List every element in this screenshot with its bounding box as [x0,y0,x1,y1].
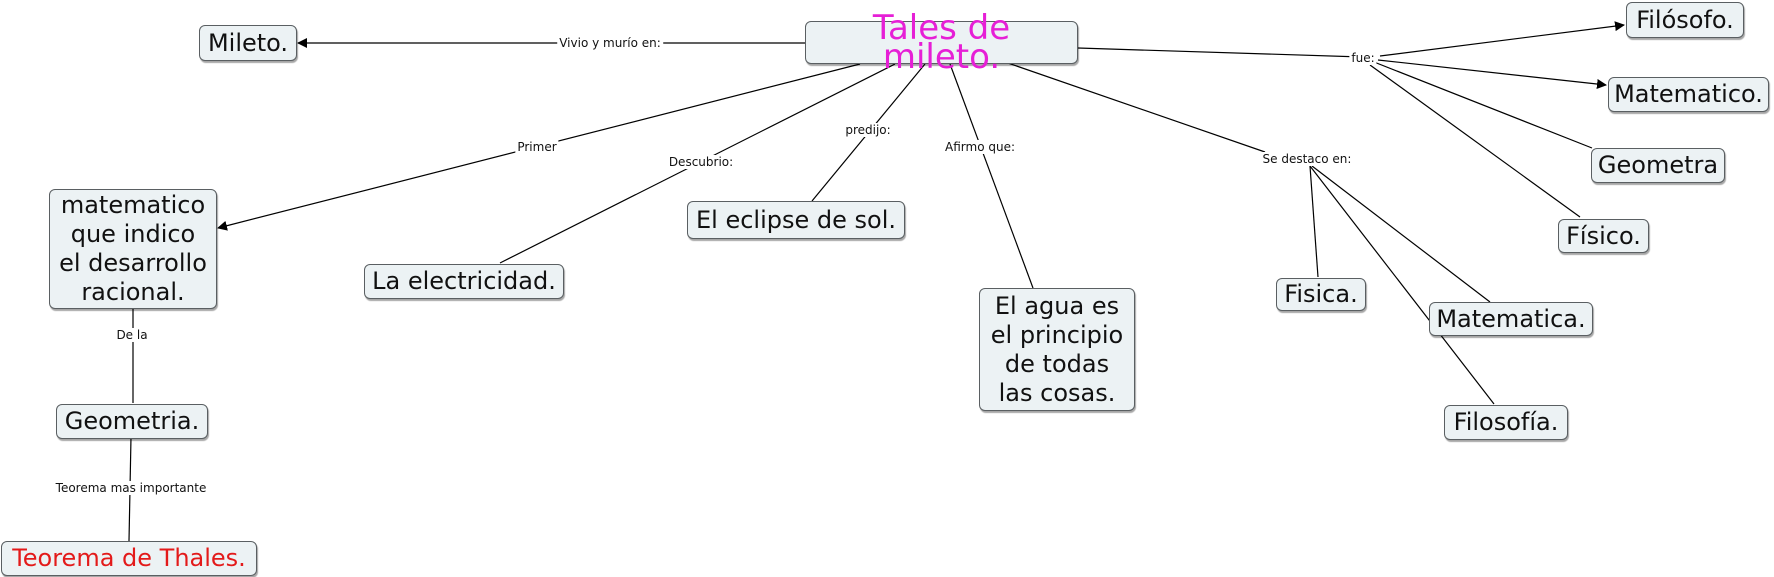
node-matematica[interactable]: Matematica. [1429,302,1593,336]
link-label-vivio: Vivio y murío en: [557,36,663,50]
node-matematico[interactable]: Matematico. [1608,77,1769,112]
link-label-teorema-importante: Teorema mas importante [53,481,209,495]
node-eclipse[interactable]: El eclipse de sol. [687,201,905,239]
node-fisico[interactable]: Físico. [1558,219,1649,253]
node-filosofo[interactable]: Filósofo. [1626,2,1744,38]
link-label-fue: fue: [1349,51,1377,65]
link-afirmo-to-agua [949,63,1034,289]
node-agua[interactable]: El agua es el principio de todas las cos… [979,288,1135,411]
node-fisica[interactable]: Fisica. [1276,278,1366,311]
node-matematico-racional[interactable]: matematico que indico el desarrollo raci… [49,189,217,309]
link-destaco-to-fisica [1309,165,1319,278]
link-destaco-to-filosofia [1309,165,1495,405]
link-fue-to-filosofo [1379,21,1625,57]
link-fue-to-geometra [1373,61,1593,149]
node-tales-de-mileto[interactable]: Tales de mileto. [805,11,1078,74]
link-label-afirmo: Afirmo que: [943,140,1017,154]
link-tales-to-fue [1077,47,1363,58]
link-fue-to-fisico [1369,64,1581,218]
link-destaco-to-matematica [1311,165,1491,303]
link-fue-to-matematico [1377,59,1607,89]
link-label-primer: Primer [515,140,559,154]
node-geometra[interactable]: Geometra [1591,148,1725,183]
link-label-predijo: predijo: [843,123,893,137]
node-electricidad[interactable]: La electricidad. [364,264,564,299]
link-label-descubrio: Descubrio: [666,155,736,169]
link-tales-to-destaco [1004,61,1266,153]
node-filosofia[interactable]: Filosofía. [1444,405,1568,440]
link-label-dela: De la [114,328,150,342]
node-teorema-de-thales[interactable]: Teorema de Thales. [1,541,257,576]
node-geometria[interactable]: Geometria. [56,404,208,439]
link-label-destaco: Se destaco en: [1260,152,1354,166]
node-mileto[interactable]: Mileto. [199,25,297,61]
